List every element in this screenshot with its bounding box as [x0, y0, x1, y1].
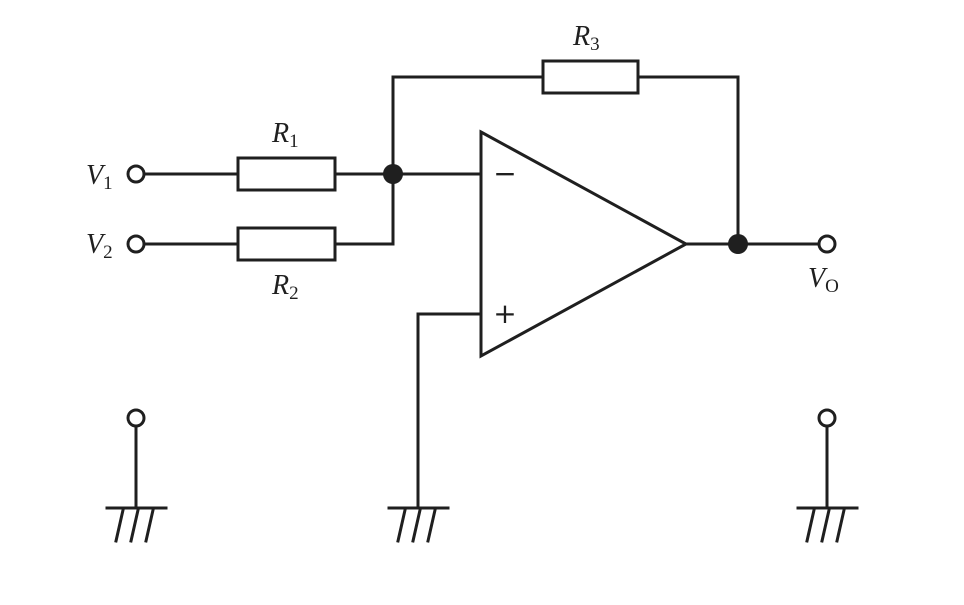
- label-v2: V2: [86, 229, 113, 263]
- label-r3: R3: [572, 21, 600, 55]
- noninverting-ground-wire: [416, 312, 483, 510]
- terminal-v2: [126, 234, 146, 254]
- wire-r2-to-node: [333, 172, 395, 246]
- terminal-ground-left: [126, 408, 146, 428]
- opamp-noninverting-sign: +: [493, 297, 516, 330]
- label-r1: R1: [271, 118, 299, 152]
- terminal-ground-right: [817, 408, 837, 428]
- ground-symbol-left: [105, 506, 168, 543]
- terminal-vo: [817, 234, 837, 254]
- summing-node: [383, 164, 403, 184]
- resistor-r2: [236, 226, 337, 262]
- opamp-triangle: [479, 129, 690, 359]
- label-v1: V1: [86, 160, 113, 194]
- label-r2: R2: [271, 270, 299, 304]
- resistor-r3: [541, 59, 640, 95]
- output-node: [728, 234, 748, 254]
- opamp-inverting-sign: −: [493, 157, 516, 190]
- ground-symbol-right: [796, 506, 859, 543]
- resistor-r1: [236, 156, 337, 192]
- ground-symbol-center: [387, 506, 450, 543]
- feedback-wire-left: [391, 75, 545, 176]
- terminal-v1: [126, 164, 146, 184]
- feedback-wire-right: [636, 75, 740, 246]
- label-vo: VO: [808, 263, 839, 297]
